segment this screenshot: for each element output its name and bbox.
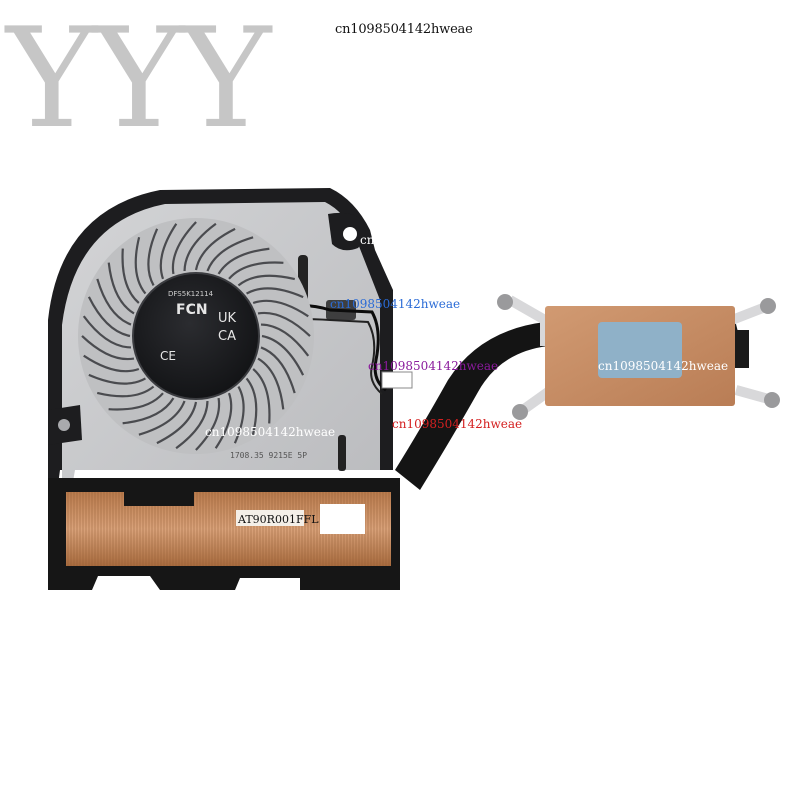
fan-blade — [214, 392, 233, 449]
fan-blade — [257, 311, 311, 337]
watermark-fan-mid: cn1098504142hweae — [330, 297, 460, 311]
fan-blade — [88, 373, 146, 385]
brand-logo-watermark: YYY — [6, 0, 271, 159]
fan-blade — [252, 299, 309, 318]
fan-blade — [183, 222, 217, 272]
watermark-pipe: cn1098504142hweae — [392, 417, 522, 431]
fan-blade — [237, 274, 296, 287]
fan-blade — [147, 228, 159, 286]
fan-blade — [108, 392, 164, 411]
fan-blade — [81, 335, 135, 361]
fan-blade — [252, 368, 271, 424]
watermark-connector: cn1098504142hweae — [368, 359, 498, 373]
watermark-plate-top: cn1098504142hweae — [545, 293, 675, 307]
fan-blade — [246, 287, 304, 299]
fan-blade — [261, 334, 305, 376]
fan-blade — [138, 400, 186, 436]
fan-model-text: DFS5K12114 — [168, 290, 214, 298]
fan-blade — [96, 278, 132, 326]
fan-brand-text: FCN — [176, 302, 208, 318]
fan-blade — [96, 385, 155, 398]
fan-blade — [257, 357, 285, 410]
fan-blade — [228, 261, 284, 280]
fan-blade — [194, 227, 236, 271]
fan-blade — [107, 262, 135, 315]
fan-blade — [171, 221, 197, 275]
fan-blade — [245, 377, 258, 436]
fan-marks-text: CE — [160, 349, 176, 363]
fan-blade — [195, 397, 221, 451]
fan-blade — [175, 400, 209, 450]
fan-serial-text: 1708.35 9215E 5P — [230, 451, 307, 460]
fan-blade — [260, 323, 310, 357]
fan-cert-line-2: CA — [218, 329, 236, 344]
watermark-right-edge: cn1098504142hweae — [640, 417, 770, 431]
fan-blade — [122, 397, 175, 425]
heatsink-fin-stack — [48, 478, 400, 590]
fan-blade — [233, 386, 245, 444]
watermark-fan-left: cn1098504142hweae — [205, 425, 335, 439]
fan-blade — [121, 248, 140, 304]
heatsink-label-text: AT90R001FFL — [237, 513, 319, 526]
fan-cert-line-1: UK — [218, 311, 237, 326]
fan-blade — [217, 247, 270, 275]
fan-blade — [206, 236, 254, 272]
fan-blade — [156, 401, 198, 445]
fan-blade — [159, 223, 178, 280]
fan-blade — [87, 296, 131, 338]
fan-blade — [83, 354, 140, 373]
watermark-top: cn1098504142hweae — [335, 22, 473, 37]
watermark-plate-center: cn1098504142hweae — [598, 359, 728, 373]
cpu-cold-plate — [497, 294, 780, 420]
watermark-fan-right: cn1098504142hweae — [360, 233, 490, 247]
fan-blade — [82, 315, 132, 349]
fan-blade — [134, 236, 147, 295]
fan-impeller — [78, 218, 314, 454]
fan-blade — [260, 346, 296, 394]
